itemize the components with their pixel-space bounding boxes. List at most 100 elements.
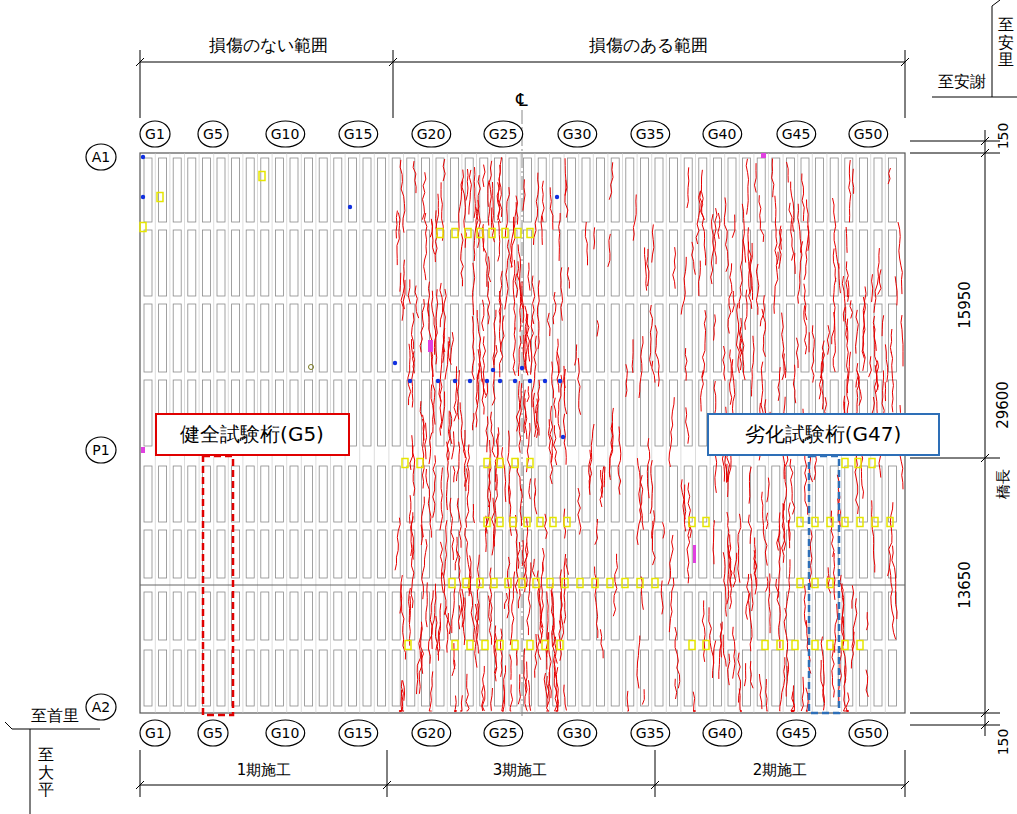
crack-line: [429, 433, 432, 464]
crack-line: [483, 165, 485, 187]
label-anchor: 15950: [956, 281, 974, 329]
slab-void: [217, 466, 225, 522]
crack-line: [767, 478, 769, 503]
slab-void: [261, 158, 269, 222]
crack-line: [804, 586, 807, 628]
crack-line: [488, 281, 490, 324]
crack-line: [525, 662, 527, 693]
crack-line: [395, 518, 400, 571]
slab-void: [290, 466, 298, 522]
slab-void: [188, 158, 196, 222]
slab-void: [655, 158, 663, 222]
marker-circle-outline: [777, 121, 816, 147]
extension-line: [140, 50, 141, 118]
slab-void: [275, 650, 283, 706]
crack-line: [544, 673, 547, 698]
crack-line: [888, 502, 893, 576]
girder-pier-marker: G10: [265, 120, 306, 148]
crack-line: [872, 500, 875, 572]
crack-line: [796, 338, 798, 368]
crack-line: [730, 350, 732, 405]
crack-line: [892, 546, 897, 619]
marker-circle-outline: [703, 720, 742, 746]
crack-line: [452, 588, 455, 634]
slab-void: [684, 158, 692, 222]
crack-line: [798, 241, 803, 303]
crack-line: [400, 160, 405, 233]
dimension-tick: [981, 721, 989, 729]
crack-line: [700, 191, 706, 265]
slab-void: [290, 304, 298, 372]
marker-circle-outline: [412, 121, 451, 147]
crack-line: [780, 657, 785, 711]
crack-line: [784, 453, 788, 511]
slab-void: [553, 530, 561, 578]
crack-line: [533, 393, 536, 437]
slab-void: [728, 650, 736, 706]
slab-void: [640, 158, 648, 222]
crack-line: [565, 158, 567, 195]
crack-line: [422, 539, 427, 599]
crack-line: [749, 593, 752, 651]
slab-void: [217, 592, 225, 640]
crack-line: [778, 526, 780, 598]
girder-number: G20: [417, 725, 446, 741]
crack-line: [526, 518, 528, 587]
crack-line: [793, 365, 795, 404]
crack-line: [863, 297, 865, 371]
crack-line: [431, 584, 435, 649]
slab-void: [728, 158, 736, 222]
crack-line: [537, 280, 539, 349]
slab-void: [392, 380, 400, 446]
slab-void: [786, 230, 794, 296]
slab-void: [232, 158, 240, 222]
repair-mark: [577, 579, 583, 588]
crack-line: [782, 504, 785, 563]
slab-void: [684, 650, 692, 706]
label-anchor: 13650: [956, 561, 974, 609]
crack-line: [655, 325, 659, 386]
girder-pier-marker: G15: [338, 120, 379, 148]
leak-mark: [498, 379, 502, 383]
crack-line: [593, 227, 595, 249]
plan-label: 至安謝: [938, 72, 986, 93]
leak-mark: [141, 195, 145, 199]
slab-void: [392, 158, 400, 222]
marker-circle-outline: [266, 720, 305, 746]
repair-mark: [437, 229, 443, 238]
damage-mark: [428, 340, 433, 352]
crack-line: [470, 576, 474, 642]
crack-line: [728, 654, 730, 685]
marker-circle-outline: [631, 121, 670, 147]
slab-void: [173, 592, 181, 640]
crack-line: [661, 581, 663, 615]
crack-line: [504, 593, 507, 609]
slab-void: [261, 304, 269, 372]
direction-label: 至安里: [998, 16, 1014, 69]
repair-mark: [505, 579, 511, 588]
crack-line: [890, 568, 896, 639]
slab-void: [305, 592, 313, 640]
crack-line: [458, 605, 460, 629]
slab-void: [538, 466, 546, 522]
crack-line: [637, 636, 640, 689]
slab-void: [538, 650, 546, 706]
repair-mark: [869, 459, 875, 468]
slab-void: [319, 158, 327, 222]
slab-void: [859, 530, 867, 578]
marker-circle-outline: [86, 694, 116, 720]
plan-label: 至首里: [31, 706, 79, 727]
slab-void: [348, 650, 356, 706]
slab-void: [363, 304, 371, 372]
crack-line: [458, 170, 463, 236]
crack-line: [715, 455, 717, 493]
crack-line: [828, 567, 830, 585]
repair-mark: [402, 459, 408, 468]
slab-void: [348, 530, 356, 578]
repair-mark: [527, 641, 533, 650]
marker-circle-outline: [198, 720, 228, 746]
slab-void: [480, 530, 488, 578]
crack-line: [428, 282, 430, 317]
slab-void: [567, 650, 575, 706]
